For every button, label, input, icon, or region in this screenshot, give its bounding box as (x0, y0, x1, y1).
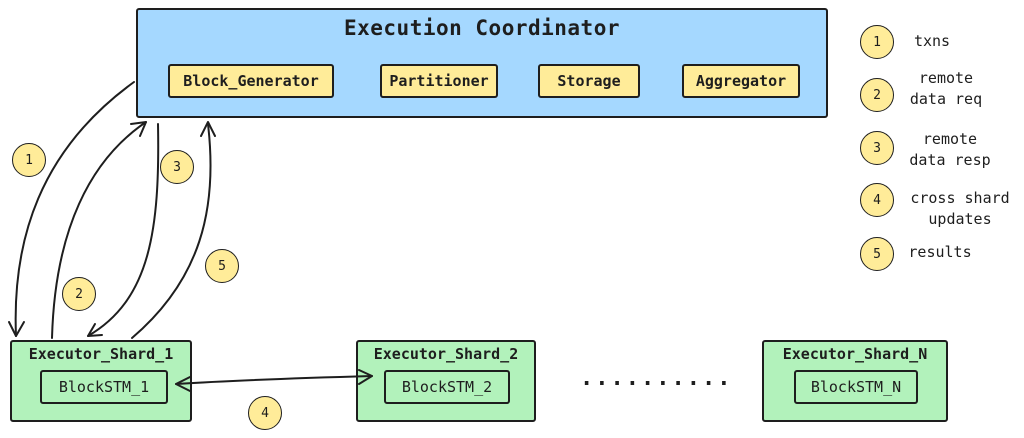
badge-arrow-3: 3 (160, 150, 194, 184)
badge-arrow-4: 4 (248, 396, 282, 430)
block-generator-box: Block_Generator (168, 64, 334, 98)
arrow-cross-shard-updates (175, 375, 373, 385)
execution-coordinator-box: Execution Coordinator Block_Generator Pa… (136, 8, 828, 118)
executor-shard-1-box: Executor_Shard_1 BlockSTM_1 (10, 340, 192, 422)
legend-label-2: remote data req (909, 69, 983, 108)
arrow-results (131, 123, 212, 339)
badge-arrow-1: 1 (12, 143, 46, 177)
legend-label-3: remote data resp (909, 130, 991, 169)
blockstm-2-box: BlockSTM_2 (384, 370, 510, 404)
ellipsis: .......... (580, 366, 733, 391)
blockstm-n-box: BlockSTM_N (794, 370, 918, 404)
arrow-txns (14, 81, 135, 337)
executor-shard-2-title: Executor_Shard_2 (373, 345, 519, 363)
legend-badge-2: 2 (860, 78, 894, 112)
arrow-remote-data-resp (87, 123, 160, 337)
storage-box: Storage (538, 64, 640, 98)
legend-badge-4: 4 (860, 183, 894, 217)
executor-shard-1-title: Executor_Shard_1 (28, 345, 174, 363)
badge-arrow-2: 2 (62, 277, 96, 311)
legend-badge-1: 1 (860, 25, 894, 59)
legend-label-1: txns (913, 32, 951, 50)
legend-label-5: results (908, 243, 972, 261)
executor-shard-n-box: Executor_Shard_N BlockSTM_N (762, 340, 948, 422)
partitioner-box: Partitioner (380, 64, 498, 98)
blockstm-1-box: BlockSTM_1 (40, 370, 168, 404)
arrow-remote-data-req (51, 121, 147, 339)
legend-badge-5: 5 (860, 237, 894, 271)
executor-shard-2-box: Executor_Shard_2 BlockSTM_2 (356, 340, 536, 422)
coordinator-title: Execution Coordinator (343, 16, 620, 40)
aggregator-box: Aggregator (682, 64, 800, 98)
legend-label-4: cross shard updates (910, 189, 1010, 228)
badge-arrow-5: 5 (205, 249, 239, 283)
legend-badge-3: 3 (860, 131, 894, 165)
executor-shard-n-title: Executor_Shard_N (782, 345, 928, 363)
